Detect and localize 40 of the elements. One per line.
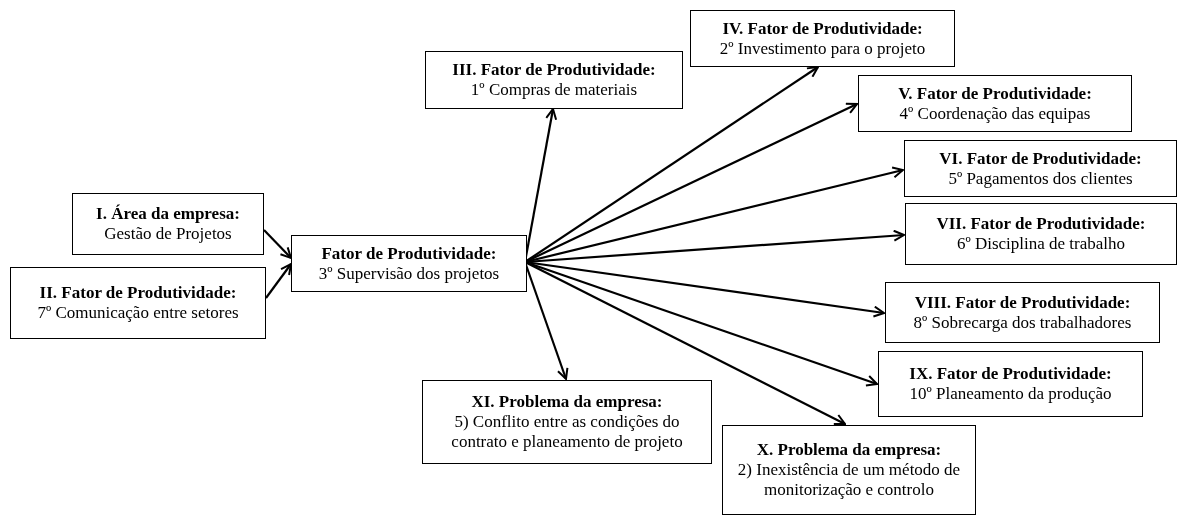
text-box — [905, 203, 1177, 265]
box-text: 4º Coordenação das equipas — [899, 103, 1091, 124]
box-heading: IV. Fator de Produtividade: — [722, 18, 923, 39]
box-text: 5º Pagamentos dos clientes — [948, 168, 1133, 189]
box-heading: Fator de Produtividade: — [321, 243, 497, 264]
box-text: 7º Comunicação entre setores — [37, 303, 239, 323]
arrow — [524, 66, 819, 263]
box-heading: II. Fator de Produtividade: — [39, 283, 237, 303]
box-text: 5) Conflito entre as condições do contrato e planeamento de projeto — [450, 412, 684, 452]
box-text: 8º Sobrecarga dos trabalhadores — [913, 312, 1132, 333]
box-text: 2º Investimento para o projeto — [719, 38, 926, 59]
box-heading: III. Fator de Produtividade: — [452, 60, 656, 80]
box-text: 2) Inexistência de um método de monitorização e controlo — [736, 460, 962, 500]
text-box — [422, 380, 712, 464]
box-text: 1º Compras de materiais — [470, 80, 638, 100]
box-heading: V. Fator de Produtividade: — [898, 83, 1092, 104]
arrow — [263, 229, 292, 259]
box-text: Gestão de Projetos — [104, 224, 232, 244]
arrow — [524, 261, 846, 425]
text-box — [72, 193, 264, 255]
arrow — [265, 263, 292, 299]
box-heading: VIII. Fator de Produtividade: — [914, 292, 1131, 313]
text-box — [722, 425, 976, 515]
box-heading: XI. Problema da empresa: — [471, 392, 663, 412]
box-heading: VII. Fator de Produtividade: — [936, 214, 1146, 234]
text-box — [10, 267, 266, 339]
box-text: 3º Supervisão dos projetos — [318, 263, 500, 284]
box-heading: I. Área da empresa: — [96, 204, 240, 224]
text-box — [291, 235, 527, 292]
box-heading: VI. Fator de Produtividade: — [939, 148, 1142, 169]
box-text: 6º Disciplina de trabalho — [956, 234, 1126, 254]
text-box — [904, 140, 1177, 197]
box-text: 10º Planeamento da produção — [909, 384, 1112, 404]
text-box — [878, 351, 1143, 417]
box-heading: IX. Fator de Produtividade: — [909, 364, 1112, 384]
text-box — [425, 51, 683, 109]
box-heading: X. Problema da empresa: — [756, 440, 942, 460]
text-box — [885, 282, 1160, 343]
text-box — [858, 75, 1132, 132]
text-box — [690, 10, 955, 67]
